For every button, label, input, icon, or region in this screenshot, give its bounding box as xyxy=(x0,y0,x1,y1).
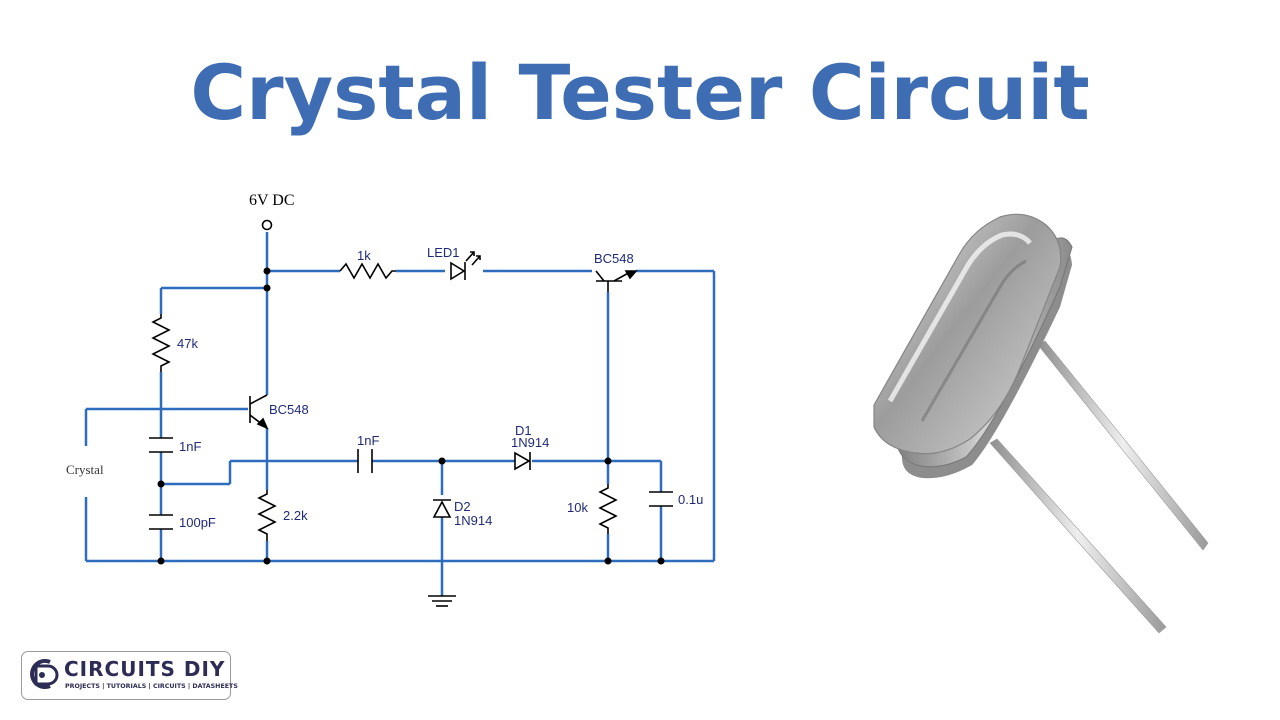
label-r-bias: 47k xyxy=(177,336,198,351)
diode-d2 xyxy=(432,500,452,518)
led-body xyxy=(450,261,466,281)
logo-tagline: PROJECTS | TUTORIALS | CIRCUITS | DATASH… xyxy=(65,683,238,690)
supply-terminal xyxy=(261,219,273,231)
circuits-diy-logo: CIRCUITS DIY PROJECTS | TUTORIALS | CIRC… xyxy=(21,651,238,700)
logo-mark-icon xyxy=(30,659,59,689)
resistor-1k xyxy=(339,262,396,280)
diode-d1 xyxy=(514,451,531,471)
junctions xyxy=(157,267,665,565)
label-r-base: 10k xyxy=(567,500,588,515)
label-r-led: 1k xyxy=(357,248,371,263)
label-q-top: BC548 xyxy=(594,251,634,266)
label-c-couple: 1nF xyxy=(357,433,379,448)
label-q-left: BC548 xyxy=(269,402,309,417)
wires xyxy=(84,232,716,596)
label-d2-part: 1N914 xyxy=(454,513,492,528)
components xyxy=(149,219,673,607)
page-title: Crystal Tester Circuit xyxy=(190,48,1090,137)
label-crystal: Crystal xyxy=(66,462,104,477)
crystal-oscillator-image xyxy=(873,213,1209,634)
label-r-emit: 2.2k xyxy=(283,508,308,523)
label-c-fb: 1nF xyxy=(179,439,201,454)
resistor-47k xyxy=(151,314,171,372)
label-d1-part: 1N914 xyxy=(511,435,549,450)
circuit-schematic: 6V DC 1k LED1 BC548 47k BC548 1nF Crysta… xyxy=(66,192,716,607)
logo-brand-text: CIRCUITS DIY xyxy=(64,657,226,681)
label-supply: 6V DC xyxy=(249,192,295,209)
label-d2-name: D2 xyxy=(454,499,471,514)
label-c-gnd: 100pF xyxy=(179,515,216,530)
label-c-filter: 0.1u xyxy=(678,492,703,507)
label-d1-name: D1 xyxy=(515,423,532,438)
resistor-2-2k xyxy=(257,490,277,541)
resistor-10k xyxy=(598,484,618,534)
label-led: LED1 xyxy=(427,245,460,260)
